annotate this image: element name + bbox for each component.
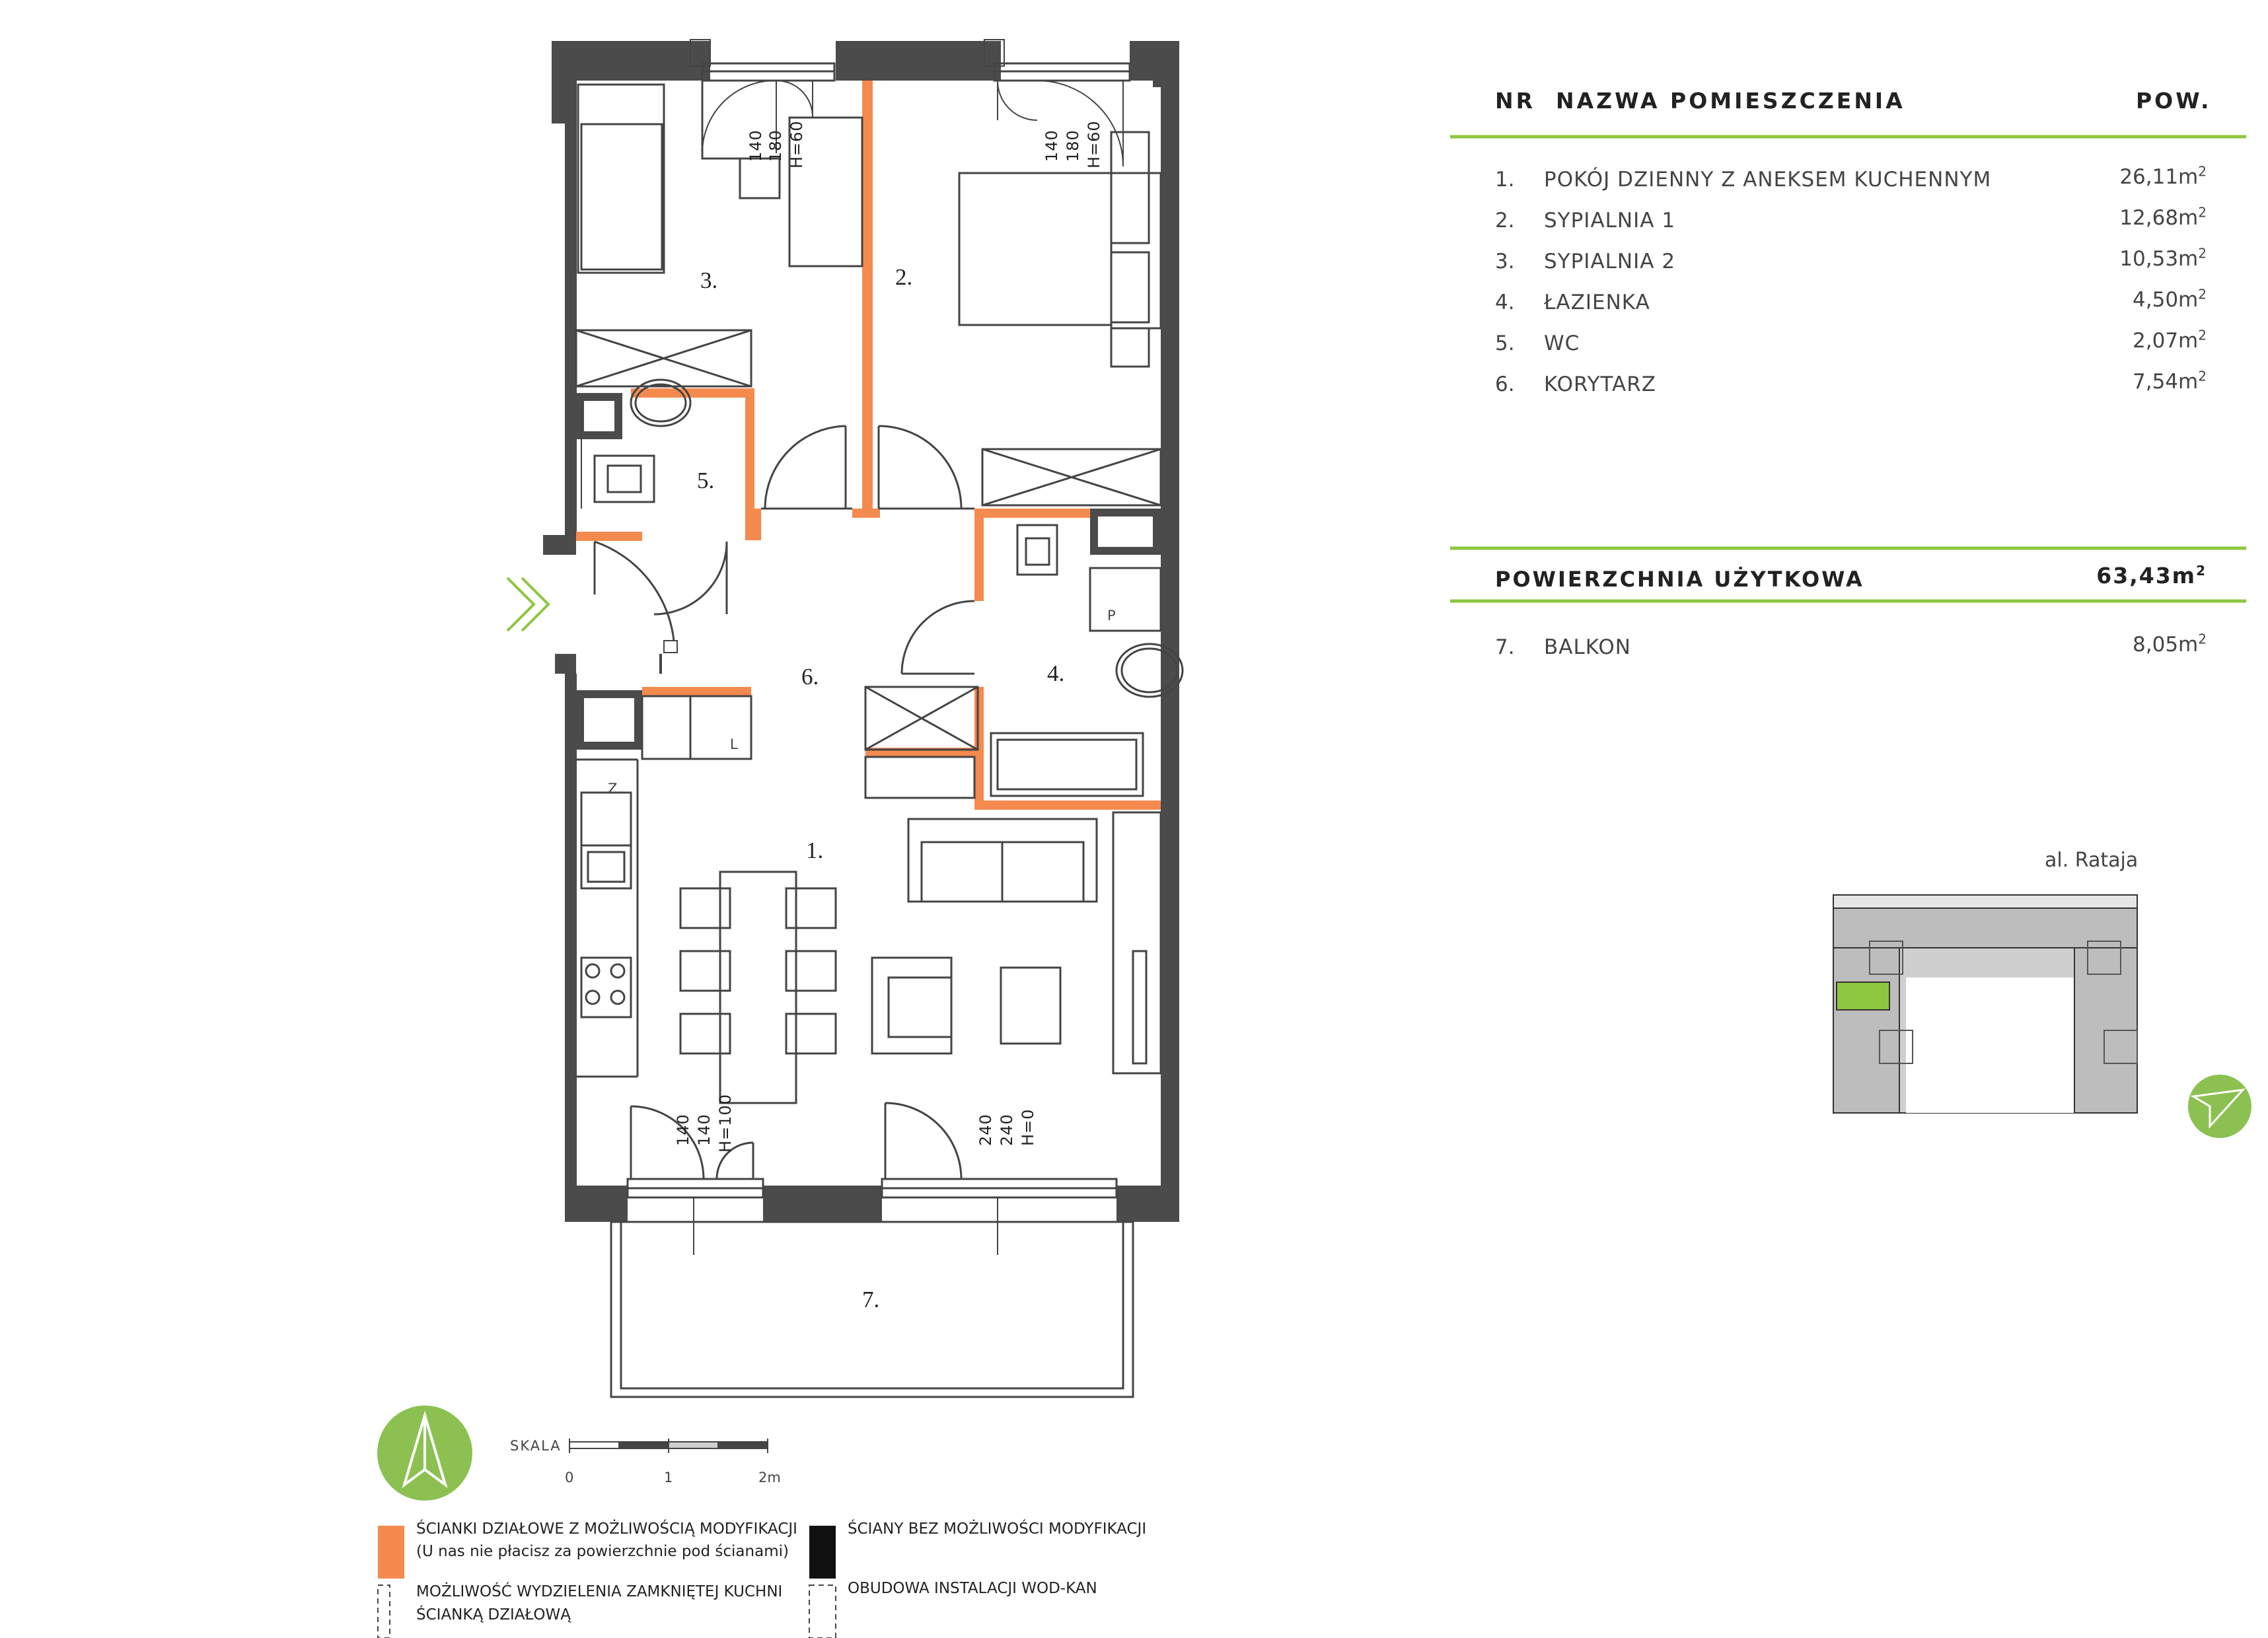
- usable-area-value: 63,43m2: [2096, 563, 2207, 588]
- row-area: 7,54m2: [2133, 368, 2207, 394]
- row-nr: 2.: [1495, 209, 1515, 232]
- legend-orange-note: (U nas nie płacisz za powierzchnie pod ś…: [416, 1543, 789, 1560]
- window-dim: 140: [695, 1114, 713, 1146]
- usable-area-label: POWIERZCHNIA UŻYTKOWA: [1495, 567, 1864, 592]
- entrance-arrow-icon: [506, 577, 550, 632]
- row-name: KORYTARZ: [1544, 373, 1657, 396]
- room-label-6: 6.: [801, 664, 819, 690]
- window-dim: H=60: [787, 120, 806, 168]
- balcony-name: BALKON: [1544, 635, 1631, 659]
- row-area: 2,07m2: [2133, 327, 2207, 353]
- row-name: SYPIALNIA 2: [1544, 250, 1676, 273]
- row-area: 12,68m2: [2119, 204, 2207, 230]
- scale-tick-1: 1: [664, 1470, 673, 1485]
- legend-black-swatch: [809, 1526, 836, 1579]
- row-name: SYPIALNIA 1: [1544, 209, 1676, 232]
- window-dim: H=60: [1085, 120, 1103, 168]
- col-header-name: NAZWA POMIESZCZENIA: [1556, 88, 1905, 114]
- row-area: 4,50m2: [2133, 286, 2207, 312]
- window-dim: 140: [1043, 129, 1061, 162]
- room-label-7: 7.: [862, 1287, 880, 1312]
- room-label-2: 2.: [895, 264, 913, 290]
- legend-dashed-install-text: OBUDOWA INSTALACJI WOD-KAN: [848, 1580, 1097, 1597]
- row-area: 10,53m2: [2119, 245, 2207, 271]
- window-dim: 180: [1064, 129, 1082, 162]
- legend-dashed-kitchen-swatch: [377, 1585, 390, 1638]
- window-dim: H=100: [716, 1094, 735, 1153]
- legend-orange-swatch: [378, 1526, 404, 1579]
- north-arrow-icon: [377, 1406, 472, 1501]
- site-map-north-icon: [2188, 1075, 2251, 1138]
- legend-dashed-kitchen-text-2: ŚCIANKĄ DZIAŁOWĄ: [416, 1606, 571, 1623]
- legend-black-text: ŚCIANY BEZ MOŻLIWOŚCI MODYFIKACJI: [848, 1520, 1147, 1538]
- window-dim: 240: [976, 1114, 995, 1146]
- fridge-mark: Z: [608, 781, 618, 797]
- legend-dashed-install-swatch: [809, 1585, 836, 1638]
- row-nr: 6.: [1495, 373, 1515, 396]
- room-label-3: 3.: [700, 267, 718, 293]
- balcony-nr: 7.: [1495, 635, 1515, 659]
- window-dim: 180: [766, 129, 785, 162]
- col-header-area: POW.: [2136, 88, 2212, 114]
- scale-label: SKALA: [510, 1438, 562, 1454]
- window-dim: 140: [674, 1114, 692, 1146]
- room-label-5: 5.: [697, 468, 715, 493]
- row-name: POKÓJ DZIENNY Z ANEKSEM KUCHENNYM: [1544, 168, 1992, 192]
- row-nr: 3.: [1495, 250, 1515, 273]
- row-nr: 4.: [1495, 291, 1515, 314]
- room-label-4: 4.: [1047, 660, 1065, 686]
- scale-bar: [569, 1439, 768, 1453]
- dishwasher-mark: L: [730, 736, 738, 752]
- street-label: al. Rataja: [2045, 849, 2139, 872]
- balcony-area: 8,05m2: [2133, 631, 2207, 657]
- row-name: WC: [1544, 332, 1580, 355]
- row-nr: 5.: [1495, 332, 1515, 355]
- legend-orange-text: ŚCIANKI DZIAŁOWE Z MOŻLIWOŚCIĄ MODYFIKAC…: [416, 1520, 797, 1538]
- row-name: ŁAZIENKA: [1544, 291, 1650, 314]
- legend-dashed-kitchen-text-1: MOŻLIWOŚĆ WYDZIELENIA ZAMKNIĘTEJ KUCHNI: [416, 1583, 783, 1600]
- row-area: 26,11m2: [2119, 163, 2207, 189]
- scale-tick-2: 2m: [758, 1470, 781, 1485]
- bath-mark: P: [1107, 608, 1116, 623]
- window-dim: H=0: [1019, 1108, 1037, 1146]
- row-nr: 1.: [1495, 168, 1515, 192]
- col-header-nr: NR: [1495, 88, 1536, 114]
- site-map: [1833, 894, 2138, 1114]
- window-dim: 140: [747, 129, 765, 162]
- scale-tick-0: 0: [565, 1470, 574, 1485]
- window-dim: 240: [998, 1114, 1016, 1146]
- room-label-1: 1.: [806, 837, 824, 863]
